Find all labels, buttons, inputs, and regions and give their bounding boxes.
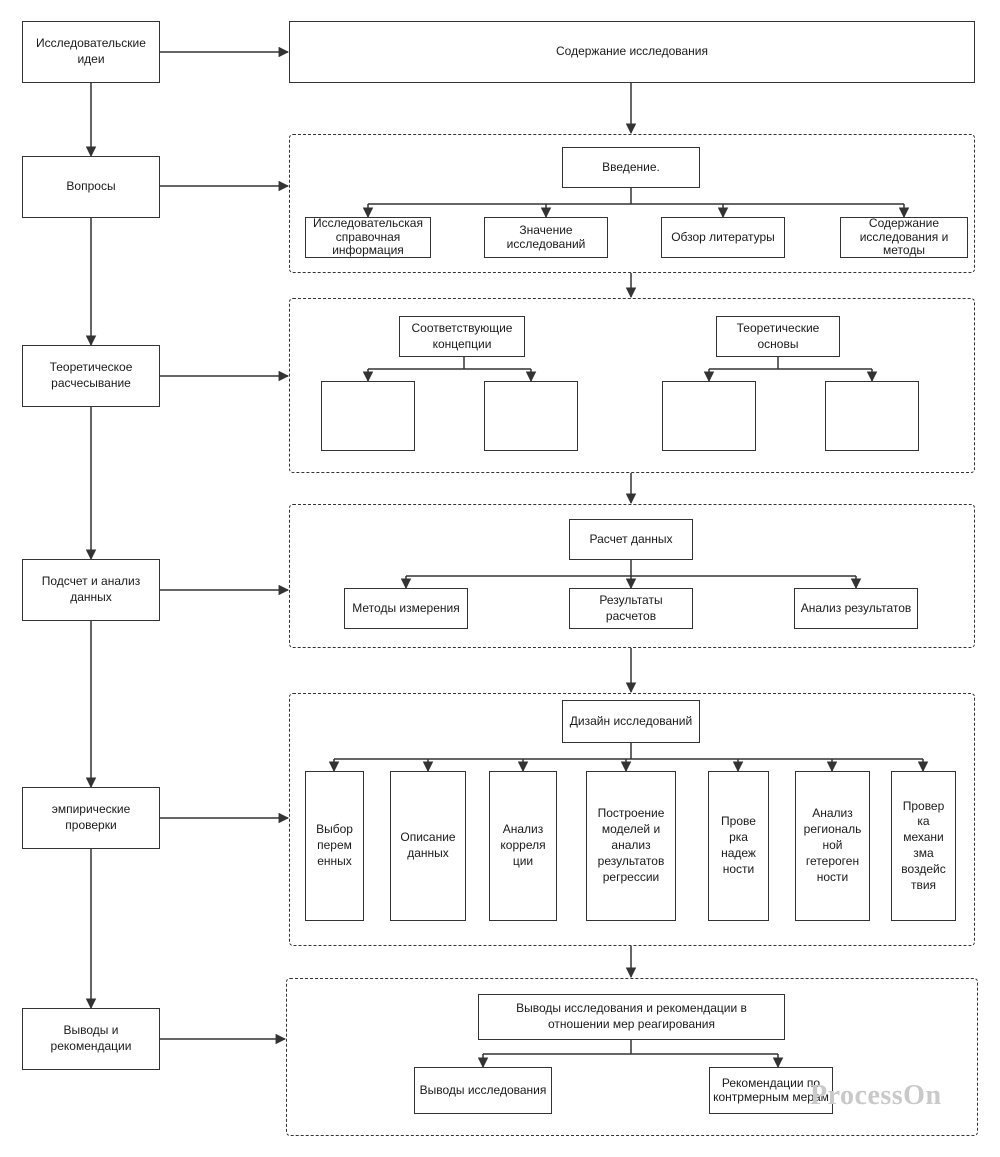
node-literature-review[interactable]: Обзор литературы [661, 217, 785, 258]
node-robustness-check[interactable]: Прове рка надеж ности [708, 771, 769, 921]
node-research-significance[interactable]: Значение исследований [484, 217, 608, 258]
node-countermeasure-recommendations[interactable]: Рекомендации по контрмерным мерам [709, 1067, 833, 1114]
node-correlation-analysis[interactable]: Анализ корреля ции [489, 771, 557, 921]
node-variable-selection[interactable]: Выбор перем енных [305, 771, 364, 921]
node-questions[interactable]: Вопросы [22, 156, 160, 218]
node-theoretical-foundations[interactable]: Теоретические основы [716, 316, 840, 357]
design-group [289, 693, 975, 946]
node-mechanism-check[interactable]: Провер ка механи зма воздейс твия [891, 771, 956, 921]
node-research-content[interactable]: Содержание исследования [289, 21, 975, 83]
node-data-analysis[interactable]: Подсчет и анализ данных [22, 559, 160, 621]
node-calculation-results[interactable]: Результаты расчетов [569, 588, 693, 629]
node-data-description[interactable]: Описание данных [390, 771, 466, 921]
watermark-logo: ProcessOn [810, 1080, 942, 1111]
node-regional-heterogeneity[interactable]: Анализ региональ ной гетероген ности [795, 771, 870, 921]
node-concept-empty-1[interactable] [321, 381, 415, 451]
node-regression-models[interactable]: Построение моделей и анализ результатов … [586, 771, 676, 921]
final-group [286, 978, 978, 1136]
node-background-info[interactable]: Исследовательская справочная информация [305, 217, 431, 258]
node-theory-review[interactable]: Теоретическое расчесывание [22, 345, 160, 407]
node-empirical-checks[interactable]: эмпирические проверки [22, 787, 160, 849]
node-related-concepts[interactable]: Соответствующие концепции [399, 316, 525, 357]
node-conclusions-recommendations[interactable]: Выводы и рекомендации [22, 1008, 160, 1070]
node-results-analysis[interactable]: Анализ результатов [794, 588, 918, 629]
node-foundation-empty-1[interactable] [662, 381, 756, 451]
theory-group [289, 298, 975, 473]
node-findings-and-recommendations[interactable]: Выводы исследования и рекомендации в отн… [478, 994, 785, 1040]
node-concept-empty-2[interactable] [484, 381, 578, 451]
node-introduction[interactable]: Введение. [562, 147, 700, 188]
node-measurement-methods[interactable]: Методы измерения [344, 588, 468, 629]
node-data-calculation[interactable]: Расчет данных [569, 519, 693, 560]
node-research-ideas[interactable]: Исследовательские идеи [22, 21, 160, 83]
node-research-findings[interactable]: Выводы исследования [414, 1067, 552, 1114]
node-content-and-methods[interactable]: Содержание исследования и методы [840, 217, 968, 258]
node-research-design[interactable]: Дизайн исследований [562, 700, 700, 743]
node-foundation-empty-2[interactable] [825, 381, 919, 451]
calc-group [289, 504, 975, 648]
intro-group [289, 134, 975, 273]
